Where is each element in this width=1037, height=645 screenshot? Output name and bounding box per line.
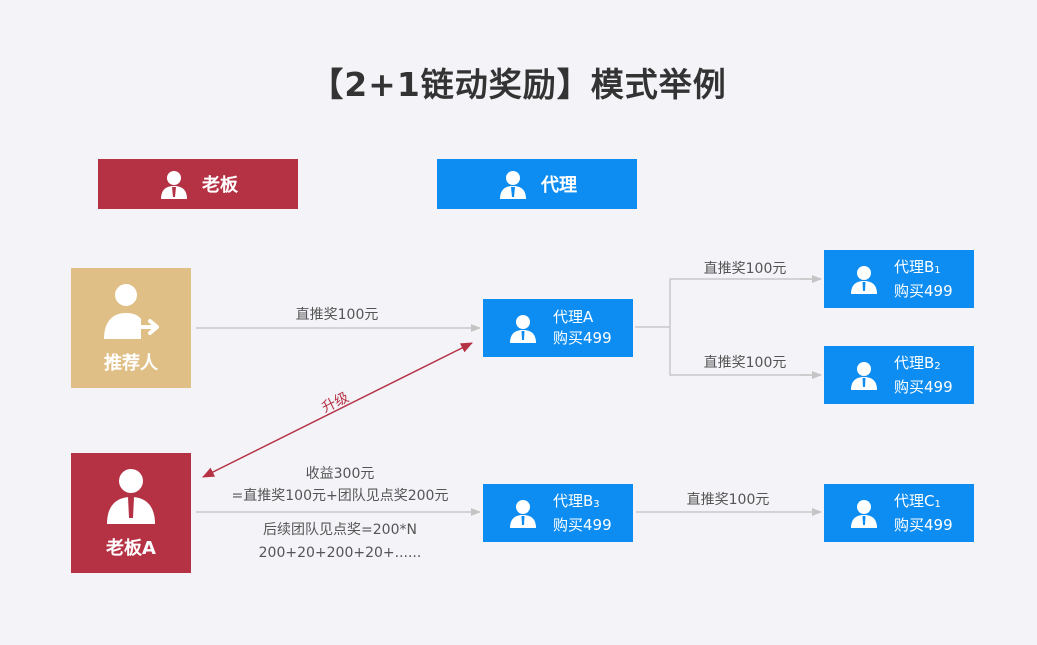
node-name: 代理B	[894, 353, 935, 372]
node-purchase: 购买499	[894, 377, 953, 396]
node-name: 代理C	[894, 491, 935, 510]
edge-label-b3-to-c1: 直推奖100元	[686, 492, 770, 508]
legend-agent-label: 代理	[541, 175, 577, 196]
income-note: 收益300元 =直推奖100元+团队见点奖200元	[190, 463, 490, 507]
node-c1: 代理C1 购买499	[824, 484, 974, 542]
legend-agent: 代理	[437, 159, 637, 209]
edge-label-a-to-b1: 直推奖100元	[703, 261, 787, 277]
node-purchase: 购买499	[553, 329, 612, 347]
followup-note: 后续团队见点奖=200*N 200+20+200+20+......	[190, 519, 490, 565]
node-b2: 代理B2 购买499	[824, 346, 974, 404]
node-purchase: 购买499	[894, 515, 953, 534]
boss-user-icon	[161, 171, 187, 199]
node-subscript: 3	[593, 498, 600, 510]
income-line-1: 收益300元	[305, 466, 375, 482]
bossA-label: 老板A	[106, 538, 156, 559]
node-subscript: 2	[934, 360, 941, 372]
node-name: 代理B	[894, 257, 935, 276]
node-name: 代理A	[553, 308, 594, 326]
legend-boss: 老板	[98, 159, 298, 209]
agent-icon	[510, 315, 536, 343]
page-title: 【2+1链动奖励】模式举例	[310, 65, 727, 104]
agent-user-icon	[500, 171, 526, 199]
node-purchase: 购买499	[894, 281, 953, 300]
agent-icon	[851, 362, 877, 390]
node-subscript: 1	[934, 498, 941, 510]
edge-label-ref-to-a: 直推奖100元	[295, 307, 379, 323]
followup-line-2: 200+20+200+20+......	[258, 545, 422, 561]
node-b1: 代理B1 购买499	[824, 250, 974, 308]
branch-agentA	[635, 278, 821, 376]
referrer-label: 推荐人	[104, 353, 158, 374]
node-b3: 代理B3 购买499	[483, 484, 633, 542]
node-agentA: 代理A 购买499	[483, 299, 633, 357]
node-name: 代理B	[553, 491, 594, 510]
arrow-upgrade	[202, 342, 473, 478]
legend-boss-label: 老板	[202, 175, 238, 196]
referrer-box: 推荐人	[71, 268, 191, 388]
bossA-icon	[107, 469, 155, 524]
node-subscript: 1	[934, 264, 941, 276]
referrer-icon	[104, 284, 159, 339]
income-line-2: =直推奖100元+团队见点奖200元	[231, 488, 449, 504]
agent-icon	[851, 500, 877, 528]
node-purchase: 购买499	[553, 515, 612, 534]
bossA-box: 老板A	[71, 453, 191, 573]
followup-line-1: 后续团队见点奖=200*N	[263, 522, 417, 538]
agent-icon	[851, 266, 877, 294]
agent-icon	[510, 500, 536, 528]
edge-label-a-to-b2: 直推奖100元	[703, 355, 787, 371]
